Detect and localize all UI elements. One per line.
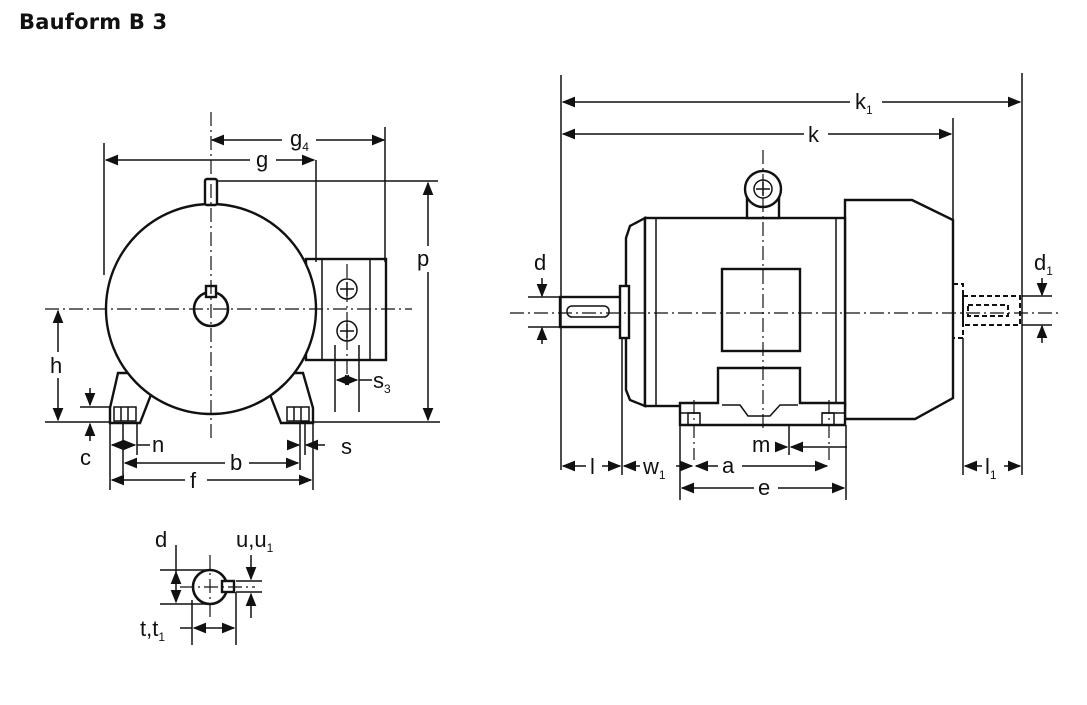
label-u-u1: u,u1 bbox=[236, 527, 274, 555]
label-e: e bbox=[758, 475, 770, 500]
label-t-t1: t,t1 bbox=[140, 616, 165, 644]
label-l1: l1 bbox=[985, 454, 997, 482]
fan-cowl bbox=[843, 198, 955, 421]
label-k: k bbox=[808, 122, 820, 147]
label-c: c bbox=[80, 445, 91, 470]
label-l: l bbox=[590, 454, 595, 479]
label-w1: w1 bbox=[642, 454, 666, 482]
label-h: h bbox=[50, 353, 62, 378]
label-s3: s3 bbox=[373, 368, 391, 396]
drive-shaft bbox=[558, 295, 624, 329]
label-s: s bbox=[341, 434, 352, 459]
label-g: g bbox=[256, 147, 268, 172]
label-d-side: d bbox=[534, 250, 546, 275]
label-m: m bbox=[752, 432, 770, 457]
label-p: p bbox=[417, 246, 429, 271]
label-f: f bbox=[190, 468, 197, 493]
side-terminal-box bbox=[720, 267, 802, 353]
front-view: g4 g p h c s3 n s bbox=[45, 112, 441, 493]
label-a: a bbox=[722, 453, 735, 478]
label-k1: k1 bbox=[855, 89, 873, 117]
shaft-key-detail: d u,u1 t,t1 bbox=[140, 527, 274, 645]
label-d1: d1 bbox=[1034, 250, 1053, 278]
label-g4: g4 bbox=[290, 126, 309, 154]
side-view: k1 k d d1 l w1 a bbox=[510, 73, 1060, 500]
label-b: b bbox=[230, 450, 242, 475]
drawing-title: Bauform B 3 bbox=[19, 10, 168, 34]
second-shaft-end bbox=[962, 295, 1021, 326]
label-n: n bbox=[152, 432, 164, 457]
label-d-shaft: d bbox=[155, 527, 167, 552]
